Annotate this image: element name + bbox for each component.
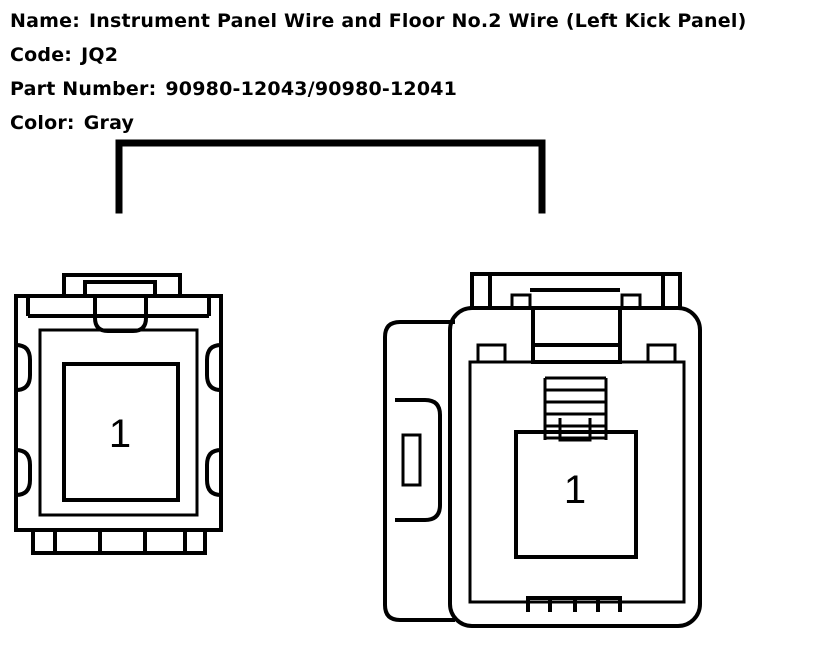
left-pin-cavity (62, 362, 180, 502)
color-row: Color: Gray (10, 106, 746, 140)
connector-info: Name: Instrument Panel Wire and Floor No.… (10, 4, 746, 140)
right-pin-number: 1 (564, 468, 586, 512)
right-pin-cavity (514, 430, 638, 559)
code-value: JQ2 (81, 44, 119, 66)
color-label: Color: (10, 112, 75, 134)
part-number-row: Part Number: 90980-12043/90980-12041 (10, 72, 746, 106)
name-row: Name: Instrument Panel Wire and Floor No.… (10, 4, 746, 38)
left-pin-number: 1 (109, 412, 131, 456)
name-label: Name: (10, 10, 81, 32)
part-number-value: 90980-12043/90980-12041 (165, 78, 458, 100)
code-label: Code: (10, 44, 73, 66)
name-value: Instrument Panel Wire and Floor No.2 Wir… (89, 10, 747, 32)
connection-line (115, 139, 546, 214)
left-connector (14, 273, 223, 555)
right-connector (383, 272, 702, 628)
color-value: Gray (83, 112, 135, 134)
part-number-label: Part Number: (10, 78, 157, 100)
code-row: Code: JQ2 (10, 38, 746, 72)
